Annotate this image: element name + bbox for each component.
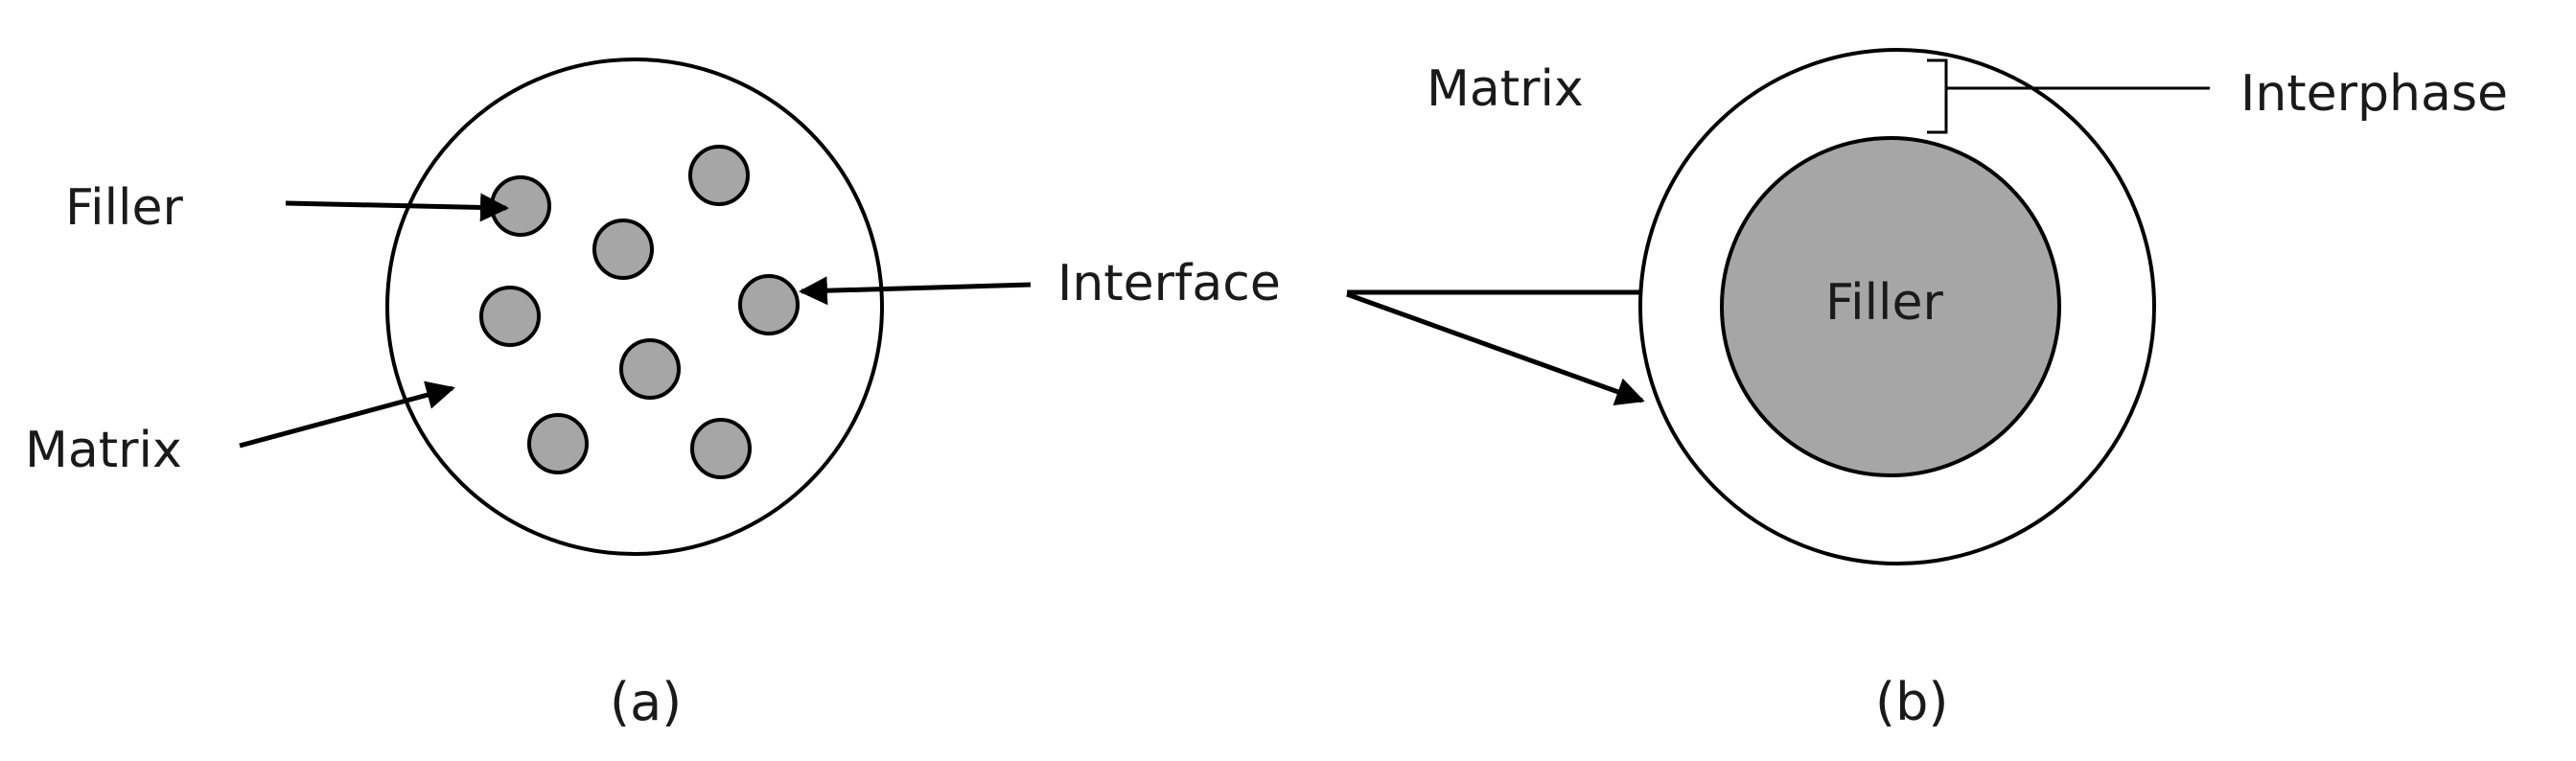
filler-particle [619, 338, 681, 400]
caption-a: (a) [610, 672, 682, 732]
matrix-label-b: Matrix [1427, 60, 1584, 118]
matrix-label-a: Matrix [25, 422, 182, 479]
filler-particle [479, 286, 541, 347]
interphase-label: Interphase [2240, 65, 2508, 123]
filler-particle [592, 219, 654, 280]
matrix-circle-a [385, 58, 884, 556]
filler-particle [688, 145, 750, 206]
interface-label: Interface [1057, 255, 1281, 312]
panel-a: Filler Matrix (a) [25, 58, 884, 732]
filler-core-b [1720, 136, 2061, 477]
filler-particle [738, 274, 800, 335]
filler-label-b: Filler [1825, 274, 1943, 332]
interface-callout: Interface [799, 255, 1729, 405]
interface-arrow-to-ring-b [1346, 291, 1645, 405]
filler-arrow-a [285, 193, 509, 222]
caption-b: (b) [1875, 672, 1948, 732]
filler-particle [527, 413, 589, 474]
filler-particles [479, 145, 800, 479]
filler-particle [690, 418, 752, 479]
filler-label-a: Filler [65, 179, 183, 237]
interphase-bracket [1927, 58, 1948, 134]
interface-arrow-to-particle [799, 276, 1032, 306]
panel-b: Filler Matrix Interphase (b) [1427, 48, 2508, 732]
matrix-arrow-a [239, 380, 455, 449]
